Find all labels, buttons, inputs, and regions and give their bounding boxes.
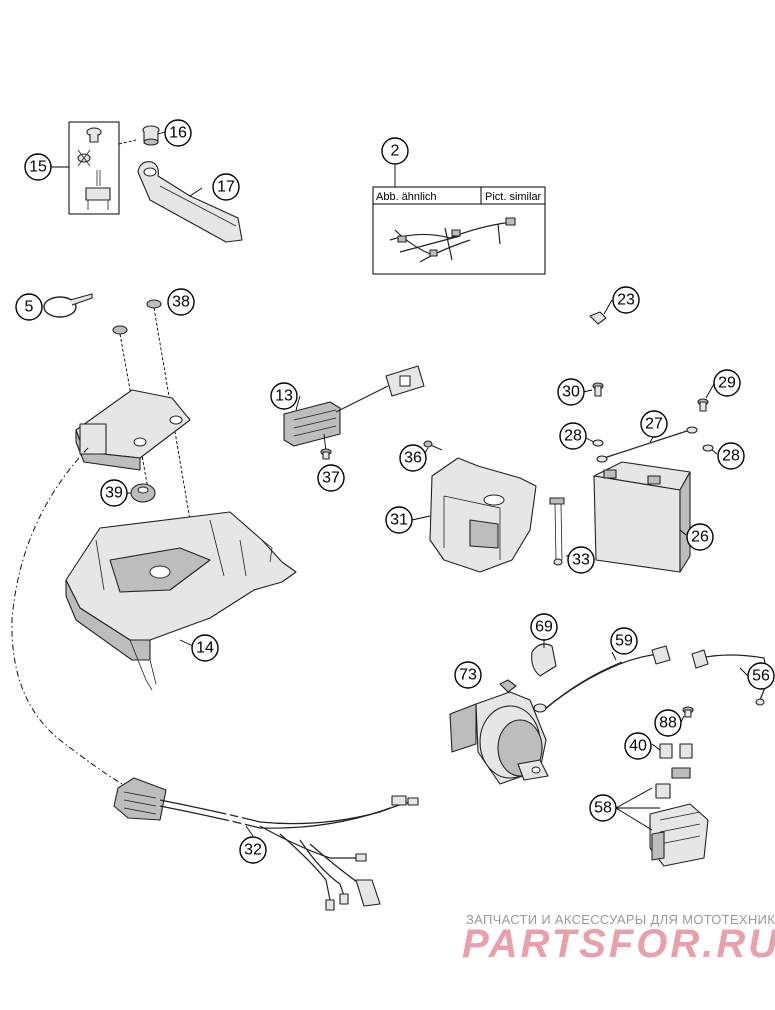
callout-26-number: 26 xyxy=(691,529,709,546)
callout-14-number: 14 xyxy=(196,640,214,657)
callout-30: 30 xyxy=(557,378,585,406)
callout-40: 40 xyxy=(624,732,652,760)
part-5-cable-tie xyxy=(43,293,93,318)
callout-27: 27 xyxy=(640,410,668,438)
callout-33: 33 xyxy=(567,546,595,574)
part-40-fuses xyxy=(655,743,693,799)
part-69-cap xyxy=(531,643,557,677)
callout-36: 36 xyxy=(399,444,427,472)
callout-26: 26 xyxy=(686,523,714,551)
callout-69-number: 69 xyxy=(535,619,553,636)
callout-58-number: 58 xyxy=(594,800,612,817)
inset-label-right: Pict. similar xyxy=(485,191,542,203)
part-28-washers xyxy=(592,439,714,452)
part-31-battery-holder xyxy=(429,457,537,573)
part-36-screw xyxy=(423,440,443,451)
part-14-tray xyxy=(65,511,297,691)
callout-32: 32 xyxy=(239,836,267,864)
callout-58: 58 xyxy=(589,794,617,822)
callout-33-number: 33 xyxy=(572,552,590,569)
callout-2: 2 xyxy=(381,137,409,165)
callout-38-number: 38 xyxy=(172,294,190,311)
callout-13: 13 xyxy=(270,382,298,410)
part-27-cable xyxy=(596,426,698,463)
callout-23-number: 23 xyxy=(617,292,635,309)
part-56-cable xyxy=(691,649,769,706)
callout-69: 69 xyxy=(530,613,558,641)
callout-73-number: 73 xyxy=(459,667,477,684)
callout-17: 17 xyxy=(212,173,240,201)
callout-59: 59 xyxy=(610,627,638,655)
callout-2-number: 2 xyxy=(391,143,400,160)
callout-37: 37 xyxy=(317,464,345,492)
control-unit xyxy=(75,389,191,471)
callout-13-number: 13 xyxy=(275,388,293,405)
callout-5: 5 xyxy=(15,293,43,321)
part-15-inset xyxy=(68,121,137,215)
part-58-relay xyxy=(615,787,709,867)
callout-23: 23 xyxy=(612,286,640,314)
part-17-bracket xyxy=(137,161,243,243)
callout-59-number: 59 xyxy=(615,633,633,650)
part-30-screw xyxy=(592,382,604,397)
callout-40-number: 40 xyxy=(629,738,647,755)
callout-28-right: 28 xyxy=(717,442,745,470)
watermark-logo: PARTSFOR.RU xyxy=(462,922,775,966)
callout-27-number: 27 xyxy=(645,416,663,433)
callout-56-number: 56 xyxy=(752,668,770,685)
connection-dashed-line xyxy=(11,447,123,785)
callout-16: 16 xyxy=(164,119,192,147)
callout-88-number: 88 xyxy=(659,715,677,732)
callout-31-number: 31 xyxy=(390,512,408,529)
callout-30-number: 30 xyxy=(562,384,580,401)
callout-28-left-number: 28 xyxy=(564,428,582,445)
callout-73: 73 xyxy=(454,661,482,689)
part-32-harness xyxy=(113,777,419,911)
callout-17-number: 17 xyxy=(217,179,235,196)
callout-38: 38 xyxy=(167,288,195,316)
part-13-regulator xyxy=(283,365,425,453)
part-23-clip xyxy=(589,311,607,325)
callout-5-number: 5 xyxy=(25,299,34,316)
callout-39-number: 39 xyxy=(105,485,123,502)
callout-32-number: 32 xyxy=(244,842,262,859)
part-29-screw xyxy=(697,398,709,412)
callout-14: 14 xyxy=(191,634,219,662)
callout-16-number: 16 xyxy=(169,125,187,142)
callout-88: 88 xyxy=(654,709,682,737)
callout-28-right-number: 28 xyxy=(722,448,740,465)
callout-15: 15 xyxy=(24,153,52,181)
part-2-harness-inset: Abb. ähnlich Pict. similar xyxy=(372,186,546,275)
part-59-cable xyxy=(533,645,671,713)
part-26-battery xyxy=(593,461,691,573)
callout-29-number: 29 xyxy=(718,375,736,392)
watermark-tagline: ЗАПЧАСТИ И АКСЕССУАРЫ ДЛЯ МОТОТЕХНИКИ xyxy=(466,912,775,927)
callout-28-left: 28 xyxy=(559,422,587,450)
part-33-strap xyxy=(549,497,565,566)
callout-36-number: 36 xyxy=(404,450,422,467)
callout-39: 39 xyxy=(100,479,128,507)
callout-15-number: 15 xyxy=(29,159,47,176)
inset-label-left: Abb. ähnlich xyxy=(376,191,437,203)
callout-29: 29 xyxy=(713,369,741,397)
part-37-screw xyxy=(320,448,332,460)
starter-motor xyxy=(449,691,549,785)
part-16-grommet xyxy=(142,125,160,146)
callout-37-number: 37 xyxy=(322,470,340,487)
callout-31: 31 xyxy=(385,506,413,534)
part-39-bushing xyxy=(130,483,156,503)
callout-56: 56 xyxy=(747,662,775,690)
